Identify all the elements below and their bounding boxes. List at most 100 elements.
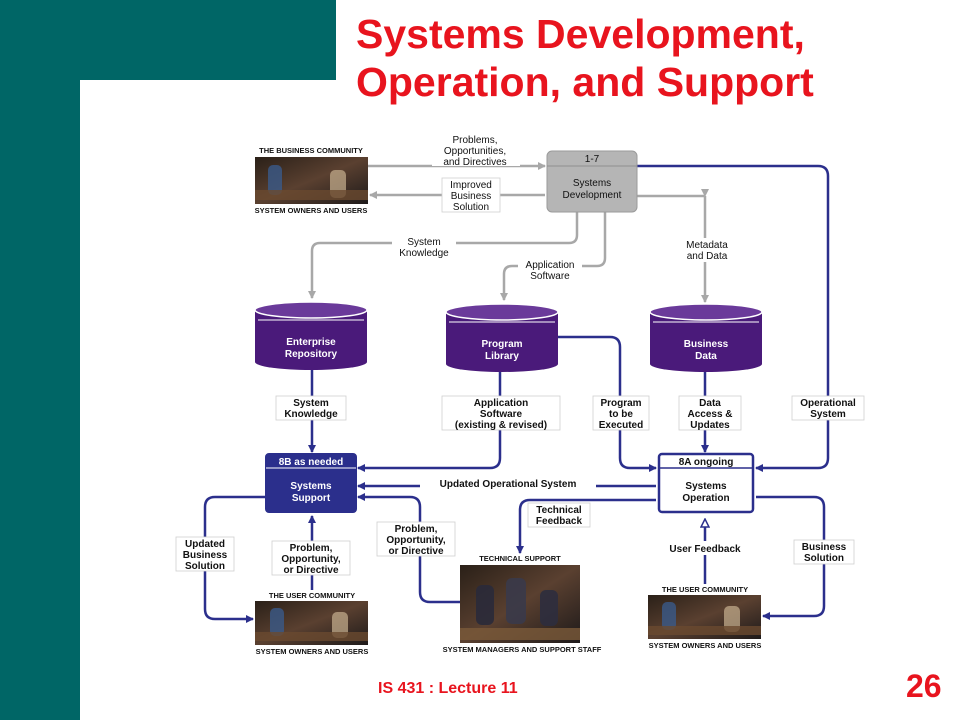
label-system-knowledge-mid: System Knowledge xyxy=(275,395,347,421)
systems-support-box[interactable]: 8B as needed Systems Support xyxy=(265,453,357,513)
svg-text:Updated: Updated xyxy=(185,539,225,550)
svg-text:SYSTEM OWNERS AND USERS: SYSTEM OWNERS AND USERS xyxy=(256,647,369,656)
business-community-subcaption: SYSTEM OWNERS AND USERS xyxy=(255,206,368,215)
label-application-software-top: Application Software xyxy=(518,258,582,282)
svg-text:Enterprise: Enterprise xyxy=(286,337,336,348)
svg-text:(existing & revised): (existing & revised) xyxy=(455,420,547,431)
svg-text:Opportunities,: Opportunities, xyxy=(444,146,506,157)
svg-text:Software: Software xyxy=(480,409,523,420)
label-system-knowledge-top: System Knowledge xyxy=(392,235,456,259)
svg-text:Metadata: Metadata xyxy=(686,240,728,251)
technical-support: TECHNICAL SUPPORT SYSTEM MANAGERS AND SU… xyxy=(443,554,602,654)
svg-text:Application: Application xyxy=(474,398,528,409)
svg-text:Problem,: Problem, xyxy=(395,524,438,535)
svg-text:System: System xyxy=(293,398,329,409)
svg-text:Software: Software xyxy=(530,271,570,282)
svg-text:to be: to be xyxy=(609,409,633,420)
svg-text:Business: Business xyxy=(183,550,228,561)
arrow-application-software-top xyxy=(500,205,609,301)
svg-text:THE USER COMMUNITY: THE USER COMMUNITY xyxy=(662,585,748,594)
svg-text:Data: Data xyxy=(695,351,717,362)
business-community-caption: THE BUSINESS COMMUNITY xyxy=(259,146,363,155)
svg-text:Solution: Solution xyxy=(453,202,489,213)
svg-text:Business: Business xyxy=(684,339,729,350)
svg-text:Operation: Operation xyxy=(682,493,729,504)
systems-operation-box[interactable]: 8A ongoing Systems Operation xyxy=(657,452,755,514)
svg-text:Operational: Operational xyxy=(800,398,856,409)
svg-text:Application: Application xyxy=(526,260,575,271)
svg-text:Program: Program xyxy=(600,398,641,409)
enterprise-repository-store[interactable]: Enterprise Repository xyxy=(254,301,368,370)
svg-text:Problems,: Problems, xyxy=(452,135,497,146)
label-data-access: Data Access & Updates xyxy=(678,395,742,431)
label-improved: Improved Business Solution xyxy=(441,177,501,213)
svg-text:System: System xyxy=(407,237,440,248)
svg-text:SYSTEM MANAGERS AND SUPPORT ST: SYSTEM MANAGERS AND SUPPORT STAFF xyxy=(443,645,602,654)
svg-text:Program: Program xyxy=(481,339,522,350)
title-line-1: Systems Development, xyxy=(356,11,805,57)
teal-band-left xyxy=(0,0,80,720)
label-technical-feedback: Technical Feedback xyxy=(527,502,591,528)
svg-text:Updates: Updates xyxy=(690,420,730,431)
svg-text:System: System xyxy=(810,409,846,420)
svg-text:SYSTEM OWNERS AND USERS: SYSTEM OWNERS AND USERS xyxy=(649,641,762,650)
svg-text:Systems: Systems xyxy=(290,481,332,492)
label-updated-operational-system: Updated Operational System xyxy=(420,476,596,490)
label-problems: Problems, Opportunities, and Directives xyxy=(432,134,520,168)
label-operational-system: Operational System xyxy=(791,395,865,421)
svg-text:and Directives: and Directives xyxy=(443,157,506,168)
svg-text:Repository: Repository xyxy=(285,349,338,360)
svg-text:Opportunity,: Opportunity, xyxy=(386,535,445,546)
business-data-store[interactable]: Business Data xyxy=(649,303,763,372)
svg-text:Systems: Systems xyxy=(685,481,727,492)
svg-text:Business: Business xyxy=(802,542,847,553)
svg-text:Data: Data xyxy=(699,398,721,409)
user-community-right: THE USER COMMUNITY SYSTEM OWNERS AND USE… xyxy=(648,585,761,650)
svg-text:Knowledge: Knowledge xyxy=(399,248,449,259)
svg-text:Knowledge: Knowledge xyxy=(284,409,338,420)
svg-text:Feedback: Feedback xyxy=(536,516,583,527)
svg-text:Solution: Solution xyxy=(804,553,844,564)
label-program-executed: Program to be Executed xyxy=(592,395,650,431)
svg-text:Opportunity,: Opportunity, xyxy=(281,554,340,565)
systems-development-number: 1-7 xyxy=(585,154,600,165)
svg-text:or Directive: or Directive xyxy=(388,546,443,557)
svg-text:8A ongoing: 8A ongoing xyxy=(679,457,734,468)
label-problem-opportunity-mid: Problem, Opportunity, or Directive xyxy=(376,521,456,557)
svg-text:or Directive: or Directive xyxy=(283,565,338,576)
arrow-application-software-mid xyxy=(357,363,504,472)
svg-text:Support: Support xyxy=(292,493,331,504)
label-user-feedback: User Feedback xyxy=(656,541,754,555)
user-community-left: THE USER COMMUNITY SYSTEM OWNERS AND USE… xyxy=(255,591,368,656)
svg-text:THE USER COMMUNITY: THE USER COMMUNITY xyxy=(269,591,355,600)
page-title: Systems Development, Operation, and Supp… xyxy=(356,10,946,106)
label-application-software-mid: Application Software (existing & revised… xyxy=(441,395,561,431)
svg-text:Improved: Improved xyxy=(450,180,492,191)
systems-development-line1: Systems xyxy=(573,178,611,189)
gray-arrows xyxy=(308,162,709,303)
page-number: 26 xyxy=(906,668,942,704)
program-library-store[interactable]: Program Library xyxy=(445,303,559,372)
systems-development-box[interactable]: 1-7 Systems Development xyxy=(546,150,638,213)
arrow-technical-feedback xyxy=(516,498,656,554)
svg-text:Updated Operational System: Updated Operational System xyxy=(440,479,577,490)
label-updated-business-solution: Updated Business Solution xyxy=(175,536,235,572)
label-business-solution: Business Solution xyxy=(793,539,855,565)
business-community: THE BUSINESS COMMUNITY SYSTEM OWNERS AND… xyxy=(255,146,368,215)
systems-development-line2: Development xyxy=(563,190,622,201)
svg-text:Solution: Solution xyxy=(185,561,225,572)
label-metadata: Metadata and Data xyxy=(678,238,736,262)
svg-text:Problem,: Problem, xyxy=(290,543,333,554)
teal-band-top xyxy=(0,0,336,80)
svg-text:Library: Library xyxy=(485,351,519,362)
footer-course: IS 431 : Lecture 11 xyxy=(378,680,518,697)
svg-text:and Data: and Data xyxy=(687,251,728,262)
svg-text:Access &: Access & xyxy=(687,409,732,420)
svg-text:Technical: Technical xyxy=(536,505,582,516)
svg-text:Business: Business xyxy=(451,191,492,202)
arrow-operational-system xyxy=(637,164,830,472)
svg-text:TECHNICAL SUPPORT: TECHNICAL SUPPORT xyxy=(479,554,561,563)
svg-text:User Feedback: User Feedback xyxy=(669,544,741,555)
